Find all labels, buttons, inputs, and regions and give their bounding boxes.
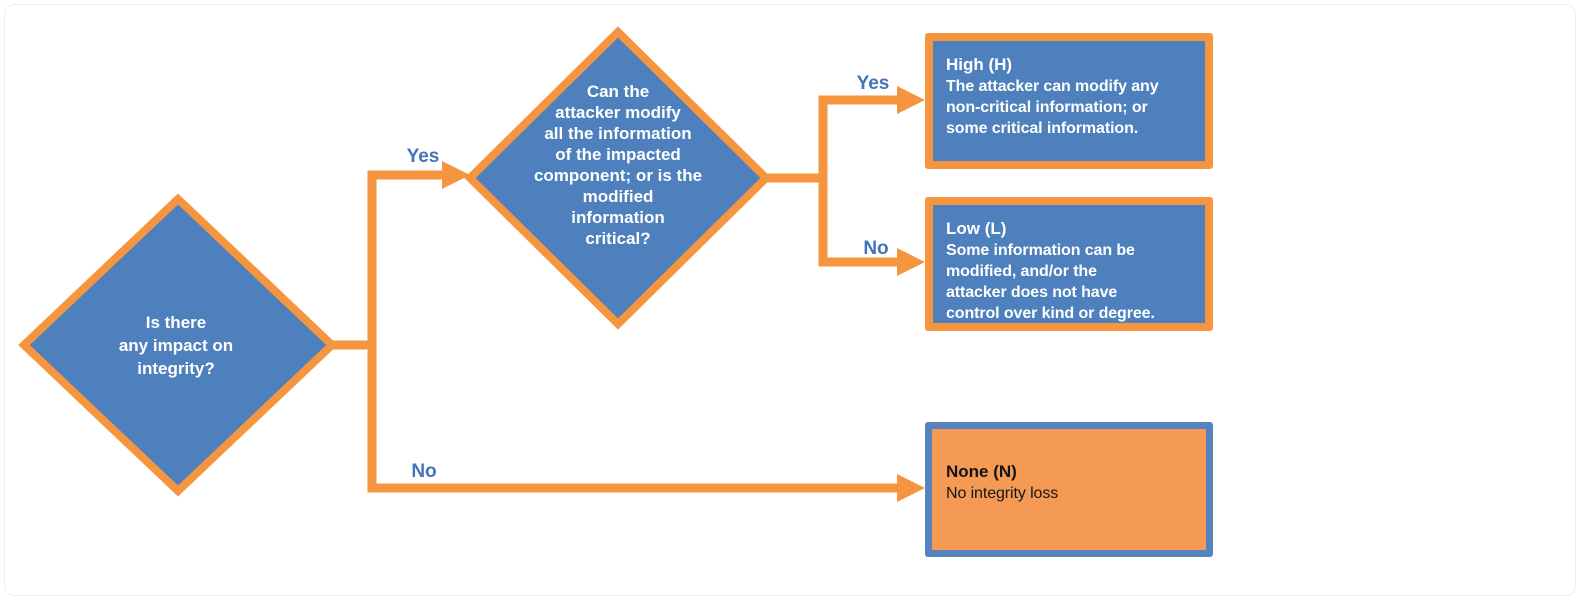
edge-label-no-2: No xyxy=(863,238,889,259)
edge-label-yes-2: Yes xyxy=(856,73,890,94)
outcome-low-title: Low (L) xyxy=(946,219,1007,238)
outcome-low-body: Some information can be modified, and/or… xyxy=(946,242,1155,322)
outcome-none-title: None (N) xyxy=(946,462,1017,481)
decision-diamond-attacker-modify xyxy=(464,26,772,330)
outcome-none-body: No integrity loss xyxy=(946,485,1059,502)
arrowhead-icon xyxy=(897,474,925,502)
outcome-high-body: The attacker can modify any non-critical… xyxy=(946,78,1159,137)
outcome-box-none: None (N) No integrity loss xyxy=(925,422,1213,557)
outcome-box-high: High (H) The attacker can modify any non… xyxy=(925,33,1213,169)
outcome-box-low: Low (L) Some information can be modified… xyxy=(925,197,1213,331)
decision-diamond-integrity-impact xyxy=(18,193,338,497)
outcome-high-title: High (H) xyxy=(946,55,1013,74)
arrowhead-icon xyxy=(897,248,925,276)
decision-integrity-text: Is there any impact on integrity? xyxy=(118,313,234,378)
arrowhead-icon xyxy=(442,161,470,189)
edge-label-no-1: No xyxy=(411,461,437,482)
decision-modify-text: Can the attacker modify all the informat… xyxy=(533,82,703,248)
arrowhead-icon xyxy=(897,86,925,114)
edge-label-yes-1: Yes xyxy=(406,146,440,167)
